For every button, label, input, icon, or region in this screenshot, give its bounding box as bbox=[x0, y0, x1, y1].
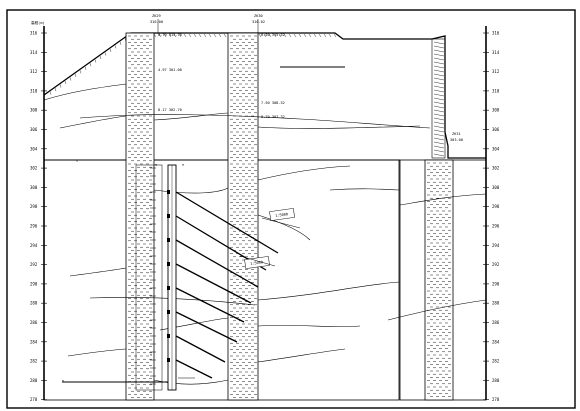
elevation-tick-label: 314 bbox=[492, 50, 500, 55]
retaining-pile bbox=[135, 164, 177, 391]
elevation-tick-label: 286 bbox=[492, 320, 500, 325]
water-level-icon: ▽ bbox=[182, 163, 185, 167]
elevation-tick-label: 292 bbox=[492, 262, 500, 267]
water-level-icon: ▽ bbox=[150, 353, 153, 357]
borehole-zk30: ZK30 316.02 0.50 315.52 7.50 308.52 8.70… bbox=[227, 14, 285, 401]
elevation-tick-label: 296 bbox=[492, 224, 500, 229]
layer-label: 0.70 315.70 bbox=[158, 33, 182, 37]
elevation-tick-label: 312 bbox=[30, 69, 38, 74]
water-level-symbols: ▽ ▽ ▽ ▽ ▽ bbox=[62, 159, 185, 383]
elevation-tick-label: 308 bbox=[492, 108, 500, 113]
water-level-icon: ▽ bbox=[76, 159, 79, 163]
anchor-rods bbox=[175, 191, 279, 379]
layer-label: 0.50 315.52 bbox=[261, 33, 285, 37]
ground-surface-line bbox=[43, 32, 486, 159]
elevation-tick-label: 302 bbox=[30, 166, 38, 171]
elevation-tick-label: 304 bbox=[30, 146, 38, 151]
elevation-tick-label: 304 bbox=[492, 146, 500, 151]
elevation-tick-label: 282 bbox=[492, 359, 500, 364]
elevation-tick-label: 280 bbox=[492, 378, 500, 383]
borehole-id: ZK31 bbox=[452, 132, 461, 136]
elevation-tick-label: 282 bbox=[30, 359, 38, 364]
borehole-top-elevation: 303.00 bbox=[450, 138, 463, 142]
elevation-tick-label: 308 bbox=[30, 108, 38, 113]
elevation-tick-label: 296 bbox=[30, 224, 38, 229]
layer-label: 4.97 301.00 bbox=[158, 68, 182, 72]
elevation-tick-label: 302 bbox=[492, 166, 500, 171]
elevation-tick-label: 286 bbox=[30, 320, 38, 325]
elevation-tick-label: 284 bbox=[492, 339, 500, 344]
retaining-step-hatch bbox=[431, 38, 446, 159]
borehole-id: ZK29 bbox=[152, 14, 161, 18]
elevation-tick-label: 278 bbox=[30, 397, 38, 402]
water-level-icon: ▽ bbox=[62, 379, 65, 383]
elevation-tick-label: 292 bbox=[30, 262, 38, 267]
elevation-tick-label: 314 bbox=[30, 50, 38, 55]
drawing-frame bbox=[6, 9, 576, 409]
svg-text:1:5000: 1:5000 bbox=[275, 212, 288, 218]
anchor-annotation: 1:5000 bbox=[261, 208, 301, 229]
right-elevation-axis: 316 314 312 310 308 306 304 302 300 298 296 294 292 2… bbox=[483, 26, 500, 402]
elevation-tick-label: 284 bbox=[30, 339, 38, 344]
elevation-tick-label: 288 bbox=[30, 301, 38, 306]
water-level-icon: ▽ bbox=[155, 163, 158, 167]
elevation-tick-label: 280 bbox=[30, 378, 38, 383]
borehole-zk31: ZK31 303.00 bbox=[424, 132, 463, 401]
soil-boundary-lines bbox=[43, 83, 487, 385]
layer-label: 7.50 308.52 bbox=[261, 101, 285, 105]
anchor-annotation: 1:5000 bbox=[239, 255, 276, 269]
elevation-tick-label: 310 bbox=[30, 88, 38, 93]
elevation-tick-label: 300 bbox=[30, 185, 38, 190]
elevation-tick-label: 288 bbox=[492, 301, 500, 306]
borehole-top-elevation: 316.00 bbox=[150, 20, 163, 24]
elevation-axis-title: 高程(m) bbox=[31, 20, 45, 25]
elevation-tick-label: 294 bbox=[30, 243, 38, 248]
borehole-zk29: ZK29 316.00 0.70 315.70 4.97 301.00 8.17… bbox=[125, 14, 182, 401]
elevation-tick-label: 306 bbox=[492, 127, 500, 132]
layer-label: 8.17 302.70 bbox=[158, 108, 182, 112]
elevation-tick-label: 298 bbox=[492, 204, 500, 209]
layer-label: 8.70 307.32 bbox=[261, 115, 285, 119]
elevation-tick-label: 300 bbox=[492, 185, 500, 190]
elevation-tick-label: 298 bbox=[30, 204, 38, 209]
borehole-id: ZK30 bbox=[254, 14, 263, 18]
anchor-heads bbox=[167, 190, 170, 362]
elevation-tick-label: 316 bbox=[30, 31, 38, 36]
pile-dimension-ticks bbox=[150, 167, 156, 385]
elevation-tick-label: 278 bbox=[492, 397, 500, 402]
slope-face-hatch bbox=[49, 33, 337, 95]
elevation-tick-label: 310 bbox=[492, 88, 500, 93]
excavation-box bbox=[43, 159, 400, 401]
elevation-tick-label: 316 bbox=[492, 31, 500, 36]
elevation-tick-label: 290 bbox=[30, 281, 38, 286]
elevation-tick-label: 290 bbox=[492, 281, 500, 286]
elevation-tick-label: 312 bbox=[492, 69, 500, 74]
svg-text:1:5000: 1:5000 bbox=[250, 260, 263, 266]
borehole-top-elevation: 316.02 bbox=[252, 20, 265, 24]
elevation-tick-label: 306 bbox=[30, 127, 38, 132]
left-elevation-axis: 316 314 312 310 308 306 304 302 300 298 296 294 292 2… bbox=[30, 26, 47, 402]
elevation-tick-label: 294 bbox=[492, 243, 500, 248]
